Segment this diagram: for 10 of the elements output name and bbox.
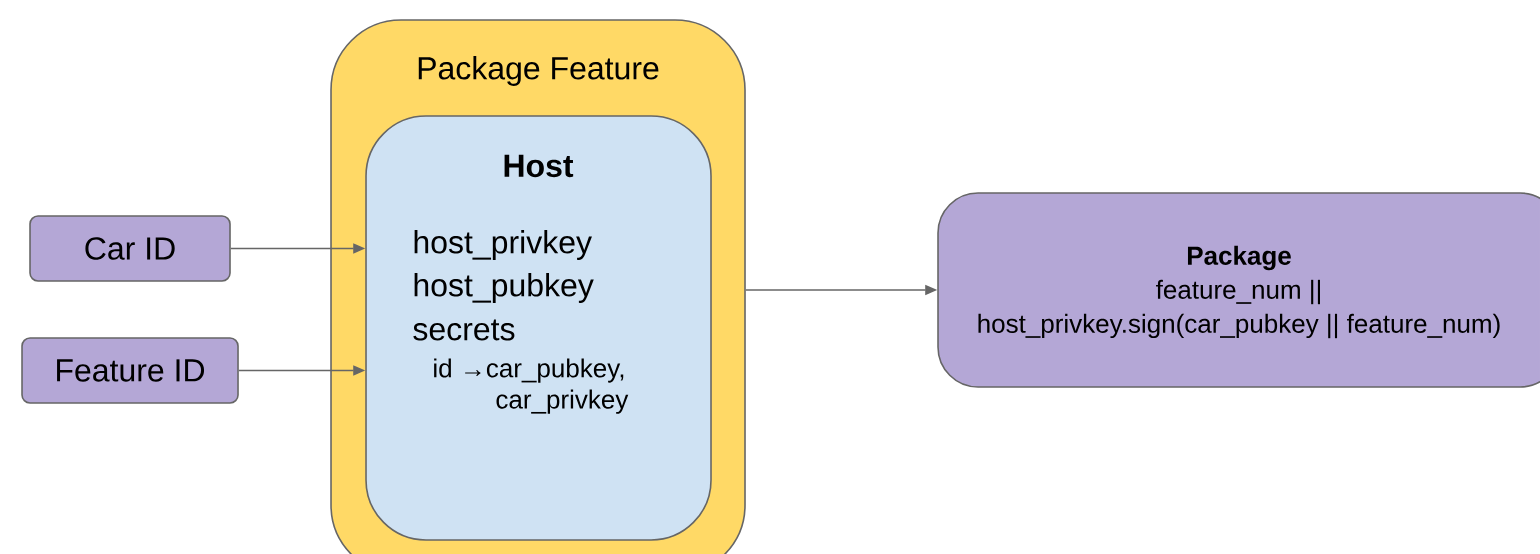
field-text: host_pubkey bbox=[414, 273, 594, 303]
label-box: Feature ID bbox=[21, 337, 239, 404]
formula-text: feature_num || bbox=[1156, 279, 1320, 305]
box-title: Host bbox=[504, 154, 574, 178]
box-title: Package bbox=[1187, 245, 1291, 271]
label-box: Car ID bbox=[29, 215, 231, 282]
formula-text: host_privkey.sign(car_pubkey || feature_num) bbox=[978, 313, 1500, 339]
field-text: secrets bbox=[413, 319, 515, 341]
field-text: host_privkey bbox=[414, 230, 592, 260]
mapping-text: id →car_pubkey, car_privkey bbox=[434, 358, 629, 414]
